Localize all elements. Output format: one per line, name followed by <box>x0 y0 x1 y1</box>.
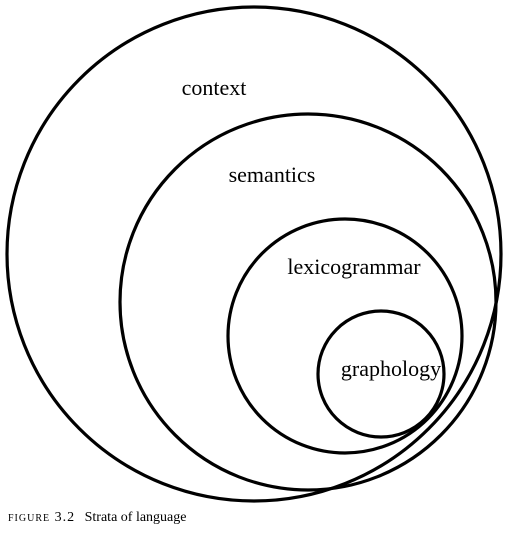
graphology-circle <box>316 309 446 439</box>
context-circle <box>5 5 503 503</box>
lexicogrammar-circle <box>226 217 464 455</box>
figure-title: Strata of language <box>84 510 187 525</box>
semantics-circle <box>118 112 498 492</box>
lexicogrammar-label: lexicogrammar <box>287 254 421 279</box>
graphology-label: graphology <box>341 356 441 381</box>
context-label: context <box>182 75 247 100</box>
semantics-label: semantics <box>229 162 316 187</box>
figure-number: FIGURE 3.2 <box>8 510 76 525</box>
figure-caption: FIGURE 3.2 Strata of language <box>8 510 186 526</box>
